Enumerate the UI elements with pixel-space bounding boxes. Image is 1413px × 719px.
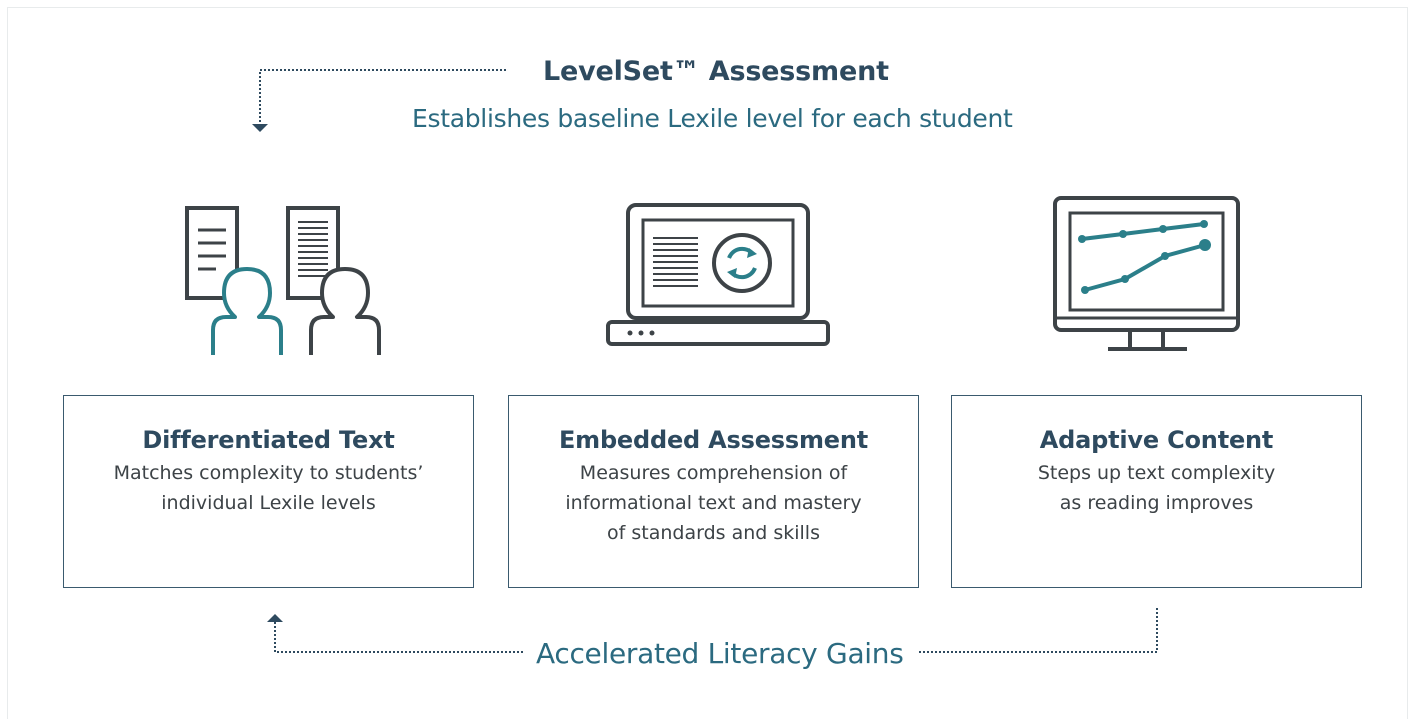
card-description-line: as reading improves — [1059, 492, 1254, 514]
card-title: Differentiated Text — [142, 426, 395, 454]
card-description-line: informational text and mastery — [565, 492, 862, 514]
card-description-line: Matches complexity to students’ — [113, 462, 424, 484]
cycle-label: Accelerated Literacy Gains — [536, 637, 904, 670]
card-title: Adaptive Content — [1039, 426, 1274, 454]
monitor-line-chart-icon — [1053, 196, 1240, 351]
diagram-title: LevelSet™ Assessment — [543, 56, 889, 87]
card-differentiated-text: Differentiated Text Matches complexity t… — [63, 395, 474, 588]
bottom-right-connector — [918, 608, 1158, 653]
card-description-line: individual Lexile levels — [161, 492, 376, 514]
students-reading-icon — [185, 206, 381, 355]
card-embedded-assessment: Embedded Assessment Measures comprehensi… — [508, 395, 919, 588]
card-description: Steps up text complexity as reading impr… — [952, 458, 1361, 518]
laptop-refresh-icon — [606, 203, 830, 346]
card-title: Embedded Assessment — [558, 426, 869, 454]
card-description: Matches complexity to students’ individu… — [64, 458, 473, 518]
diagram-frame — [7, 7, 1408, 719]
card-adaptive-content: Adaptive Content Steps up text complexit… — [951, 395, 1362, 588]
card-description-line: Measures comprehension of — [579, 462, 848, 484]
top-connector-arrow — [252, 69, 506, 132]
diagram-subtitle: Establishes baseline Lexile level for ea… — [412, 104, 1013, 133]
card-description-line: Steps up text complexity — [1037, 462, 1276, 484]
bottom-left-connector-arrow — [267, 614, 523, 653]
card-description: Measures comprehension of informational … — [509, 458, 918, 548]
card-description-line: of standards and skills — [607, 522, 820, 544]
